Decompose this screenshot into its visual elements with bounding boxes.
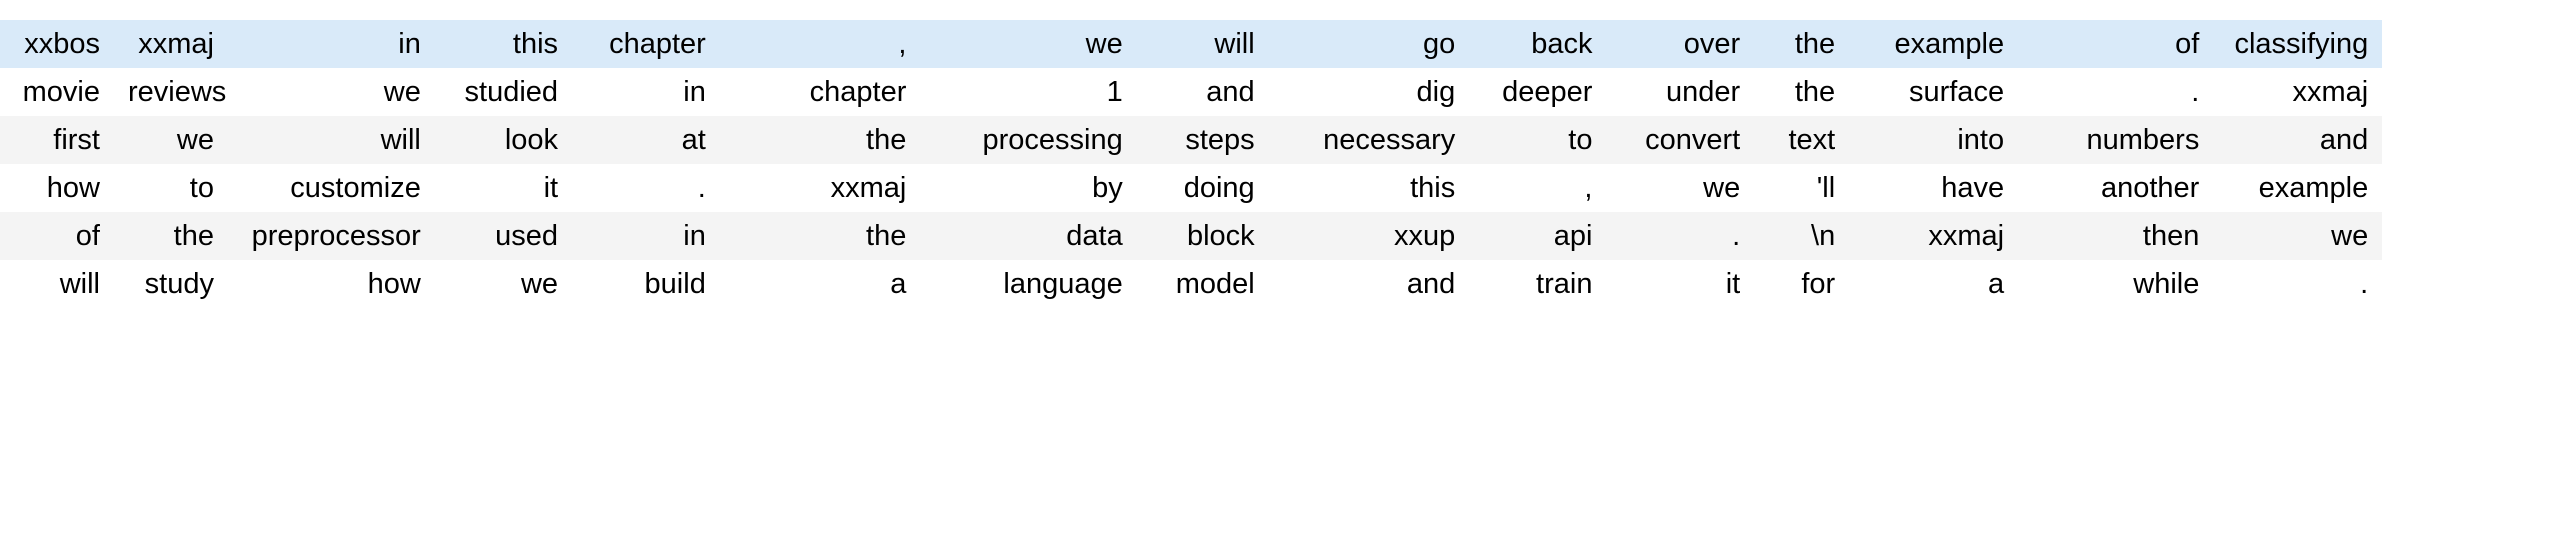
table-cell: data [920, 212, 1137, 260]
table-cell: the [719, 116, 921, 164]
table-cell: , [719, 20, 921, 68]
table-cell: we [434, 260, 573, 308]
table-cell: convert [1606, 116, 1755, 164]
table-cell: this [434, 20, 573, 68]
table-cell: to [113, 164, 228, 212]
table-cell: and [1136, 68, 1269, 116]
table-cell: xxbos [0, 20, 114, 68]
table-cell: 'll [1754, 164, 1850, 212]
table-cell: xxup [1268, 212, 1470, 260]
table-cell: will [227, 116, 435, 164]
table-cell: study [113, 260, 228, 308]
table-cell: into [1849, 116, 2019, 164]
table-cell: \n [1754, 212, 1850, 260]
table-cell: we [113, 116, 228, 164]
table-cell: in [227, 20, 435, 68]
table-cell: first [0, 116, 114, 164]
table-cell: how [227, 260, 435, 308]
table-cell: api [1469, 212, 1607, 260]
table-cell: we [227, 68, 435, 116]
table-cell: example [2213, 164, 2383, 212]
table-cell: text [1754, 116, 1850, 164]
table-cell: and [2213, 116, 2383, 164]
table-cell: the [719, 212, 921, 260]
table-cell: language [920, 260, 1137, 308]
table-cell: by [920, 164, 1137, 212]
table-cell: example [1849, 20, 2019, 68]
table-cell: block [1136, 212, 1269, 260]
table-cell: we [2213, 212, 2383, 260]
table-cell: will [1136, 20, 1269, 68]
table-cell: a [719, 260, 921, 308]
table-cell: then [2018, 212, 2214, 260]
table-cell: how [0, 164, 114, 212]
table-cell: chapter [572, 20, 720, 68]
table-cell: preprocessor [227, 212, 435, 260]
table-cell: have [1849, 164, 2019, 212]
table-cell: doing [1136, 164, 1269, 212]
table-cell: we [1606, 164, 1755, 212]
table-cell: 1 [920, 68, 1137, 116]
table-cell: . [2018, 68, 2214, 116]
table-cell: while [2018, 260, 2214, 308]
table-cell: . [2213, 260, 2383, 308]
table-cell: go [1268, 20, 1470, 68]
table-cell: used [434, 212, 573, 260]
table-cell: . [572, 164, 720, 212]
table-cell: dig [1268, 68, 1470, 116]
table-cell: we [920, 20, 1137, 68]
table-cell: and [1268, 260, 1470, 308]
table-cell: build [572, 260, 720, 308]
table-cell: under [1606, 68, 1755, 116]
table-cell: . [1606, 212, 1755, 260]
table-cell: xxmaj [2213, 68, 2383, 116]
table-cell: xxmaj [719, 164, 921, 212]
table-cell: classifying [2213, 20, 2383, 68]
table-cell: of [2018, 20, 2214, 68]
table-cell: it [434, 164, 573, 212]
table-cell: in [572, 68, 720, 116]
table-cell: train [1469, 260, 1607, 308]
table-cell: for [1754, 260, 1850, 308]
table-cell: studied [434, 68, 573, 116]
table-cell: the [113, 212, 228, 260]
table-cell: this [1268, 164, 1470, 212]
table-cell: xxmaj [1849, 212, 2019, 260]
table-cell: the [1754, 68, 1850, 116]
table-cell: reviews [113, 68, 228, 116]
table-cell: another [2018, 164, 2214, 212]
table-cell: numbers [2018, 116, 2214, 164]
table-cell: steps [1136, 116, 1269, 164]
table-cell: , [1469, 164, 1607, 212]
table-cell: back [1469, 20, 1607, 68]
table-cell: movie [0, 68, 114, 116]
table-cell: will [0, 260, 114, 308]
table-cell: look [434, 116, 573, 164]
table-cell: chapter [719, 68, 921, 116]
table-cell: to [1469, 116, 1607, 164]
table-cell: surface [1849, 68, 2019, 116]
table-cell: customize [227, 164, 435, 212]
table-cell: of [0, 212, 114, 260]
table-cell: in [572, 212, 720, 260]
table-cell: over [1606, 20, 1755, 68]
table-cell: necessary [1268, 116, 1470, 164]
table-cell: deeper [1469, 68, 1607, 116]
table-cell: the [1754, 20, 1850, 68]
table-cell: at [572, 116, 720, 164]
table-cell: model [1136, 260, 1269, 308]
table-cell: xxmaj [113, 20, 228, 68]
table-cell: it [1606, 260, 1755, 308]
table-cell: a [1849, 260, 2019, 308]
table-cell: processing [920, 116, 1137, 164]
